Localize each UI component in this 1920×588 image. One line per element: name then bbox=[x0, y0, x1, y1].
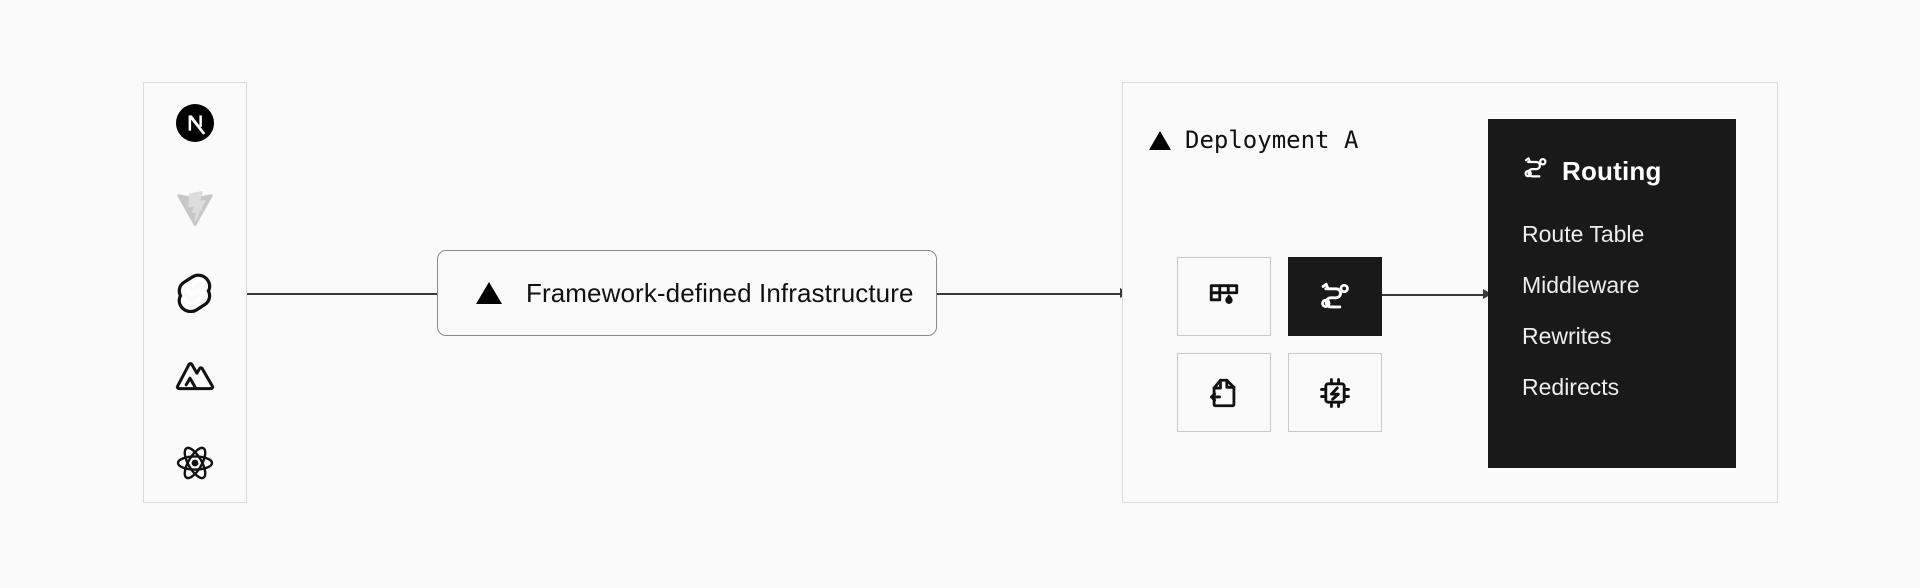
deployment-tile-grid bbox=[1177, 257, 1382, 432]
connector-arrow-routing-card bbox=[1483, 289, 1492, 299]
nextjs-logo bbox=[174, 102, 216, 144]
static-files-tile[interactable] bbox=[1177, 353, 1271, 432]
svelte-logo bbox=[174, 272, 216, 314]
deployment-title: Deployment A bbox=[1185, 126, 1359, 154]
routing-icon bbox=[1522, 155, 1549, 187]
routing-item-redirects[interactable]: Redirects bbox=[1522, 374, 1620, 400]
vercel-triangle-icon bbox=[1149, 130, 1171, 150]
routing-item-route-table[interactable]: Route Table bbox=[1522, 221, 1645, 247]
connector-frameworks-to-center bbox=[247, 293, 437, 295]
deployment-panel: Deployment A bbox=[1122, 82, 1778, 503]
connector-routing-tile-to-card bbox=[1382, 294, 1492, 296]
nuxt-logo bbox=[174, 357, 216, 399]
routing-tile[interactable] bbox=[1288, 257, 1382, 336]
cpu-chip-icon bbox=[1318, 376, 1352, 410]
routing-detail-card: Routing Route Table Middleware Rewrites … bbox=[1488, 119, 1736, 468]
routing-card-title: Routing bbox=[1562, 155, 1662, 186]
routing-icon bbox=[1318, 280, 1352, 314]
framework-defined-infrastructure-node: Framework-defined Infrastructure bbox=[437, 250, 937, 336]
deployment-header: Deployment A bbox=[1149, 126, 1358, 154]
frameworks-panel bbox=[143, 82, 247, 503]
connector-center-to-deployment bbox=[937, 293, 1122, 295]
react-logo bbox=[174, 442, 216, 484]
vite-logo bbox=[174, 187, 216, 229]
center-node-label: Framework-defined Infrastructure bbox=[526, 277, 914, 308]
firewall-icon bbox=[1207, 280, 1241, 314]
firewall-tile[interactable] bbox=[1177, 257, 1271, 336]
compute-tile[interactable] bbox=[1288, 353, 1382, 432]
routing-card-header: Routing bbox=[1522, 155, 1736, 187]
static-file-icon bbox=[1207, 376, 1241, 410]
routing-item-middleware[interactable]: Middleware bbox=[1522, 272, 1640, 298]
vercel-triangle-icon bbox=[476, 282, 502, 304]
routing-item-rewrites[interactable]: Rewrites bbox=[1522, 323, 1612, 349]
routing-card-list: Route Table Middleware Rewrites Redirect… bbox=[1522, 221, 1736, 401]
